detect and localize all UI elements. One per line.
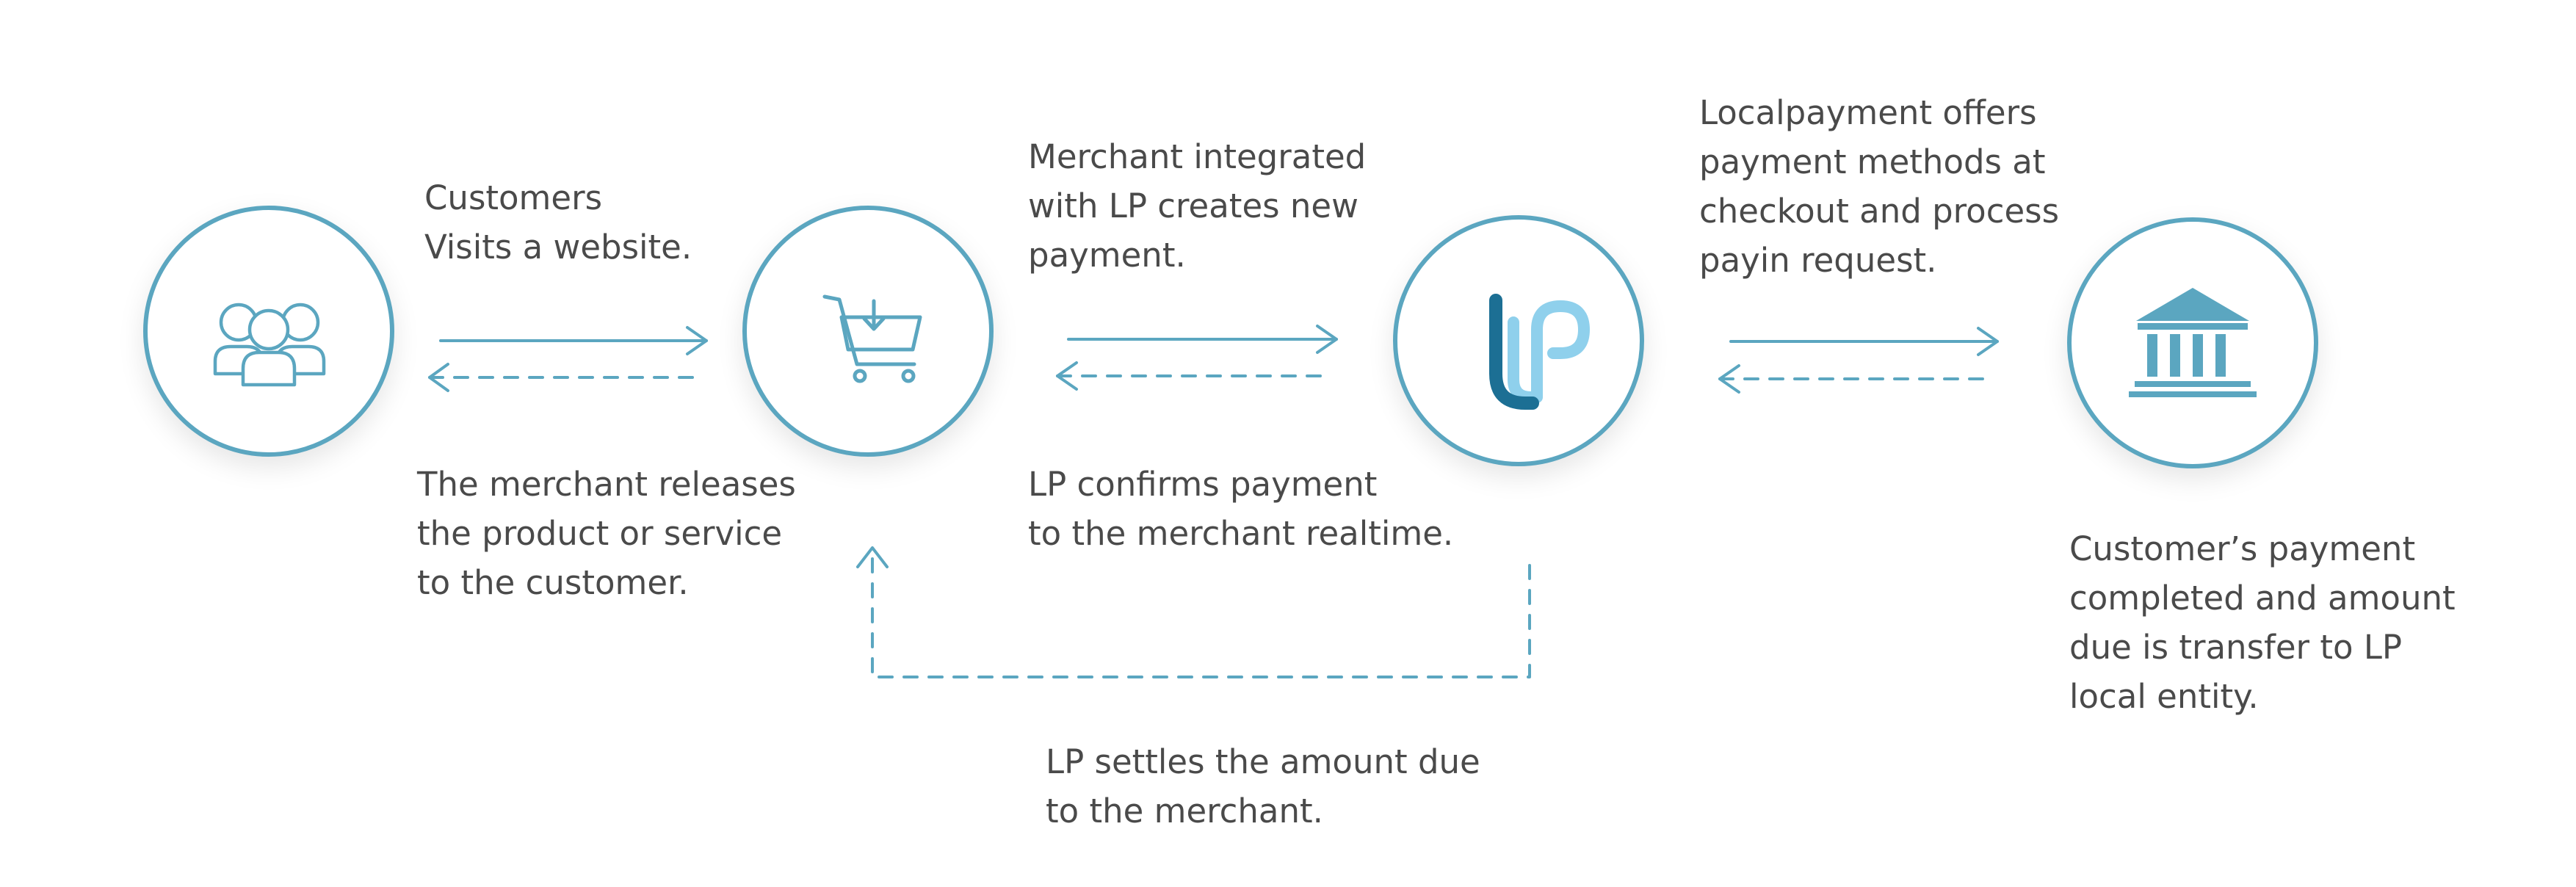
bank-icon [2129,288,2257,397]
arrow-customers-to-merchant [439,326,708,355]
customers-node [143,206,394,457]
arrow-merchant-to-lp [1067,325,1338,354]
merchant-cart-node [742,206,994,457]
arrow-lp-to-bank [1729,327,1999,356]
label-merchant-creates-payment: Merchant integrated with LP creates new … [1028,137,1367,275]
label-lp-confirms-payment: LP confirms payment to the merchant real… [1028,465,1454,553]
label-lp-settles: LP settles the amount due to the merchan… [1046,742,1480,830]
arrow-merchant-to-customers-dashed [428,363,699,392]
shopping-cart-icon [822,294,922,383]
label-payment-completed: Customer’s payment completed and amount … [2069,529,2456,716]
bank-node [2067,217,2318,468]
label-merchant-releases: The merchant releases the product or ser… [417,465,796,602]
label-customers-visit: Customers Visits a website. [424,178,692,267]
arrow-settlement-loop-dashed [856,546,1531,678]
lp-logo-icon [1489,294,1590,410]
label-localpayment-offers: Localpayment offers payment methods at c… [1699,93,2060,280]
localpayment-node [1393,215,1644,466]
arrow-bank-to-lp-dashed [1718,364,1988,394]
arrow-lp-to-merchant-dashed [1056,361,1327,391]
customers-group-icon [213,303,326,387]
